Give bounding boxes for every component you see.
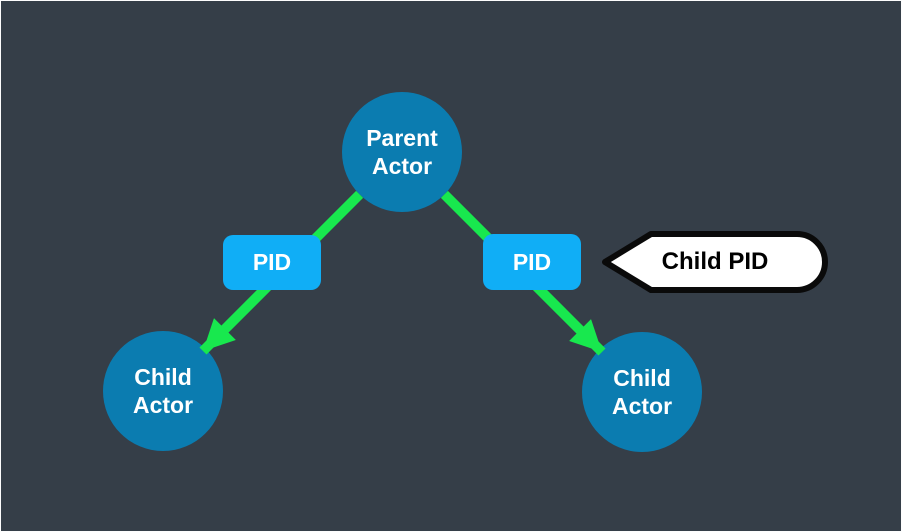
node-parent-actor: Parent Actor — [342, 92, 462, 212]
node-child-actor-right: Child Actor — [582, 332, 702, 452]
node-pid-left: PID — [223, 235, 321, 290]
callout-left-arrow-outline — [602, 231, 828, 293]
child-actor-left-label-line2: Actor — [132, 392, 194, 418]
node-pid-right: PID — [483, 234, 581, 290]
child-actor-left-label-line1: Child — [134, 364, 192, 390]
parent-actor-label-line1: Parent — [366, 125, 438, 151]
node-child-actor-left: Child Actor — [103, 331, 223, 451]
callout-label: Child PID — [661, 248, 769, 275]
pid-right-label: PID — [512, 248, 552, 275]
child-actor-right-label-line1: Child — [613, 365, 671, 391]
child-actor-right-label-line2: Actor — [611, 393, 673, 419]
pid-left-label: PID — [252, 249, 292, 275]
callout-pointer-shape — [602, 231, 828, 293]
callout-child-pid: Child PID — [601, 230, 833, 294]
parent-actor-label-line2: Actor — [371, 153, 433, 179]
